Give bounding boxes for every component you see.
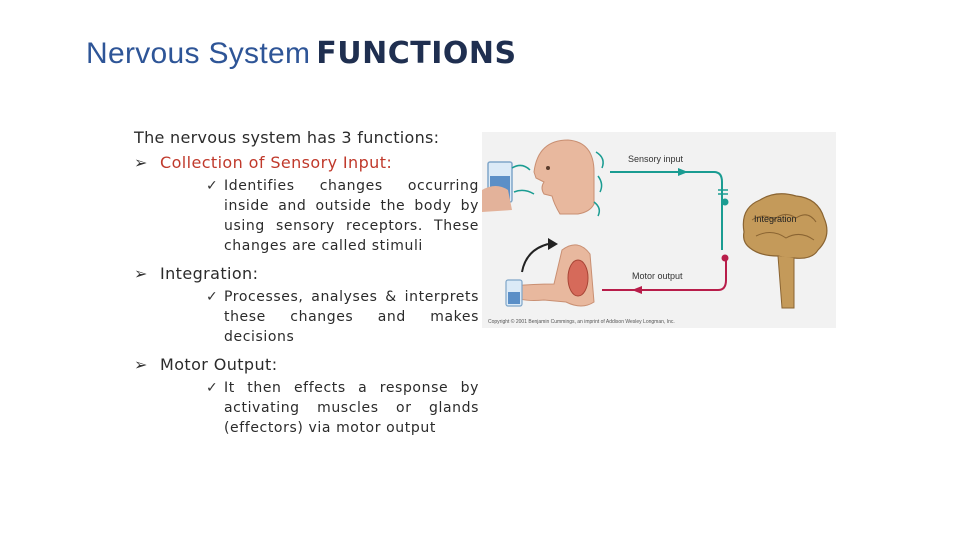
arm-icon [511,244,595,307]
section-text-sensory: ✓Identifies changes occurring inside and… [206,178,479,254]
copyright-text: Copyright © 2001 Benjamin Cummings, an i… [488,318,675,325]
head-icon [533,139,595,215]
motor-arrow-icon [632,286,642,294]
motion-arrowhead-icon [548,238,558,250]
water-glass-icon [505,279,523,307]
section-text-motor: ✓It then effects a response by activatin… [206,380,479,436]
nervous-system-diagram: Sensory input Motor output Integration C… [482,132,836,328]
title-emphasis: FUNCTIONS [316,36,517,71]
motion-arrow-line [521,243,549,273]
title-main: Nervous System [86,37,311,70]
section-heading-integration: ➢Integration: [134,264,259,283]
sensory-arrow-icon [678,168,688,176]
check-bullet-icon: ✓ [206,380,219,396]
check-bullet-icon: ✓ [206,178,219,194]
section-heading-sensory: ➢Collection of Sensory Input: [134,153,393,172]
hand-shape [482,186,512,212]
sensory-pathway-line [610,171,723,250]
intro-text: The nervous system has 3 functions: [134,128,440,147]
arrow-bullet-icon: ➢ [134,355,148,374]
arrow-bullet-icon: ➢ [134,153,148,172]
brain-icon [742,193,828,309]
content-column: The nervous system has 3 functions: ➢Col… [134,128,479,446]
sensory-input-label: Sensory input [628,154,684,164]
check-bullet-icon: ✓ [206,289,219,305]
motor-synapse [721,254,729,262]
sensory-fibers [511,151,604,217]
motor-pathway-line [602,258,727,291]
diagram-svg: Sensory input Motor output Integration C… [482,139,828,325]
motor-output-label: Motor output [632,271,683,281]
integration-label: Integration [754,214,797,224]
sensory-synapse [721,198,729,206]
arrow-bullet-icon: ➢ [134,264,148,283]
section-heading-motor: ➢Motor Output: [134,355,278,374]
section-text-integration: ✓Processes, analyses & interprets these … [206,289,479,345]
